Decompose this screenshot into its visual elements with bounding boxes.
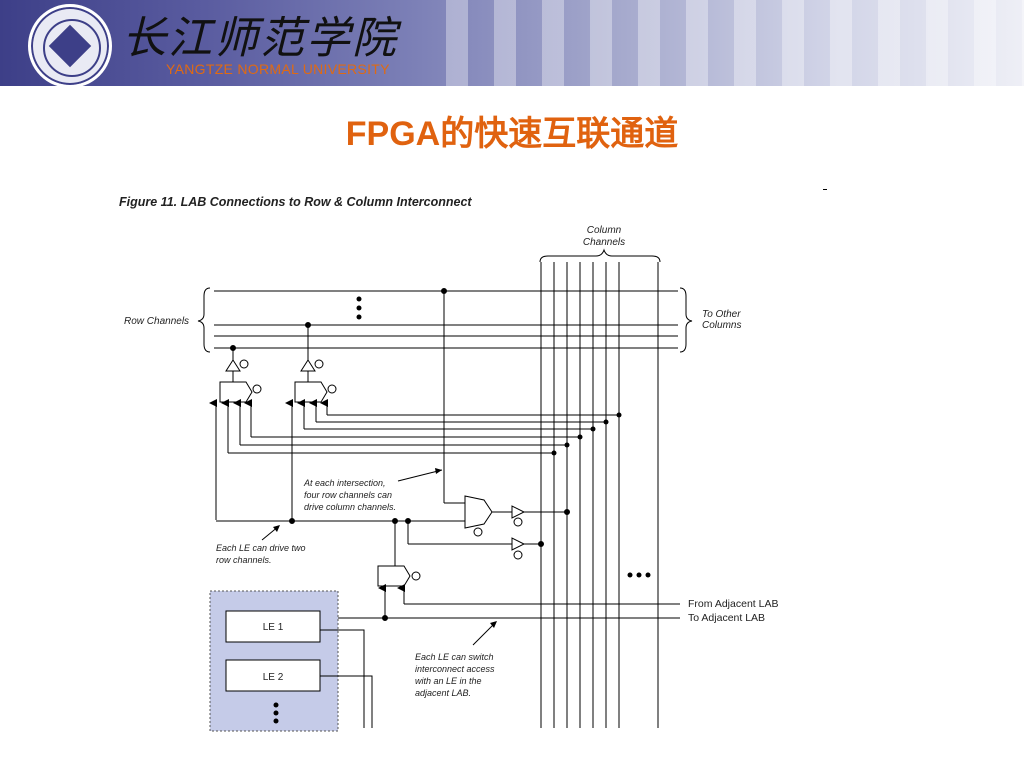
le-select-mux [320, 521, 680, 621]
to-other-columns-label-2: Columns [702, 320, 741, 331]
column-channels-brace [539, 248, 661, 263]
intersection-note-arrow [397, 469, 443, 482]
le1-label: LE 1 [263, 622, 284, 633]
column-channels-label-2: Channels [583, 237, 625, 248]
school-name-en: YANGTZE NORMAL UNIVERSITY [166, 61, 390, 77]
column-channels-label-1: Column [587, 225, 622, 236]
le-output-bus [216, 288, 512, 545]
mux-1-inputs [209, 399, 580, 520]
more-columns-dots [627, 572, 651, 578]
row-driver-mux-2 [294, 322, 337, 403]
le2-label: LE 2 [263, 672, 284, 683]
to-adjacent-lab-label: To Adjacent LAB [688, 612, 765, 624]
column-tap-dots [551, 412, 622, 456]
intersection-note-2: four row channels can [304, 490, 392, 500]
slide-title: FPGA的快速互联通道 [345, 115, 679, 153]
le2-box [225, 659, 321, 692]
to-other-columns-label-1: To Other [702, 309, 741, 320]
university-seal-icon [28, 4, 112, 88]
le-output-wires [320, 629, 373, 728]
row-channels-label: Row Channels [124, 316, 189, 327]
header-banner: 长江师范学院 YANGTZE NORMAL UNIVERSITY [0, 0, 1024, 88]
mux-2-inputs [285, 399, 619, 520]
row-channels-left-brace [197, 287, 211, 353]
switch-note-4: adjacent LAB. [415, 688, 471, 698]
lab-block [209, 590, 339, 732]
column-driver-mux [464, 495, 570, 560]
le-drive-note-2: row channels. [216, 555, 272, 565]
le-drive-note-1: Each LE can drive two [216, 543, 306, 553]
seal-ring [43, 19, 101, 77]
figure-caption: Figure 11. LAB Connections to Row & Colu… [119, 195, 472, 209]
switch-note-3: with an LE in the [415, 676, 482, 686]
switch-note-2: interconnect access [415, 664, 495, 674]
row-channels-right-brace [679, 287, 693, 353]
switch-note-arrow [472, 621, 497, 646]
intersection-note-1: At each intersection, [303, 478, 386, 488]
intersection-note-3: drive column channels. [304, 502, 396, 512]
from-adjacent-lab-label: From Adjacent LAB [688, 598, 778, 610]
school-name-cn: 长江师范学院 [122, 13, 398, 64]
switch-note-1: Each LE can switch [415, 652, 494, 662]
row-driver-mux-1 [219, 345, 262, 403]
stray-mark [823, 189, 827, 190]
row-channel-lines [214, 290, 678, 349]
column-channel-lines [540, 262, 659, 728]
row-ellipsis-dots [356, 296, 362, 320]
le1-box [225, 610, 321, 643]
banner-stripes [420, 0, 1024, 86]
